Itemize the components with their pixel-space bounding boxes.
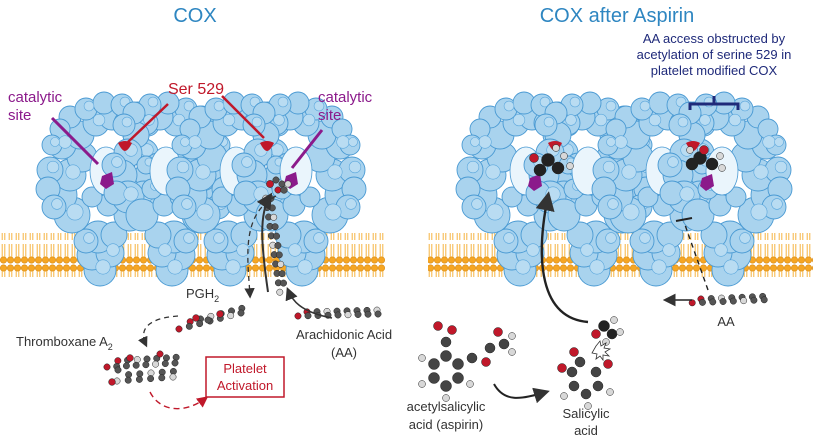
catalytic-pointer-left bbox=[50, 116, 100, 166]
platelet-line1: Platelet bbox=[223, 361, 267, 376]
blocked-dashed-path bbox=[683, 221, 709, 291]
note-line1: AA access obstructed by bbox=[643, 31, 786, 46]
serine-site-left bbox=[118, 141, 132, 151]
thromboxane-label: Thromboxane A2 bbox=[16, 334, 113, 352]
aa-label: AA bbox=[717, 314, 735, 329]
aspirin-line2: acid (aspirin) bbox=[409, 417, 483, 432]
note-line2: acetylation of serine 529 in bbox=[637, 47, 792, 62]
pgh2-label: PGH2 bbox=[186, 286, 219, 304]
platelet-line2: Activation bbox=[217, 378, 273, 393]
catalytic-site-right-panel-a bbox=[528, 174, 542, 191]
arachidonic-line2: (AA) bbox=[331, 345, 357, 360]
membrane-right bbox=[428, 233, 813, 277]
molecules bbox=[103, 144, 768, 410]
block-bar bbox=[675, 217, 693, 222]
left-title: COX bbox=[173, 5, 216, 27]
catalytic-site-right-panel-b bbox=[700, 174, 714, 191]
catalytic-right-line2: site bbox=[318, 107, 341, 124]
serine-site-right bbox=[260, 141, 274, 151]
salicylic-line2: acid bbox=[574, 423, 598, 438]
right-title: COX after Aspirin bbox=[540, 5, 695, 27]
cleavage-spark bbox=[591, 340, 612, 362]
aa-entry-arrow bbox=[285, 287, 333, 319]
obstruction-bracket bbox=[688, 96, 740, 110]
salicylic-line1: Salicylic bbox=[563, 406, 610, 421]
ser-pointer-right bbox=[221, 95, 265, 139]
platelet-dashed-arrow bbox=[149, 391, 209, 410]
aspirin-line1: acetylsalicylic bbox=[407, 399, 486, 414]
note-line3: platelet modified COX bbox=[651, 63, 778, 78]
arachidonic-line1: Arachidonic Acid bbox=[296, 327, 392, 342]
pgh2-dashed-arrow bbox=[244, 195, 277, 299]
catalytic-site-left bbox=[100, 172, 114, 189]
cox-proteins bbox=[35, 91, 793, 287]
catalytic-right-line1: catalytic bbox=[318, 89, 373, 106]
ser-529-label: Ser 529 bbox=[168, 81, 224, 98]
catalytic-left-line1: catalytic bbox=[8, 89, 63, 106]
thromboxane-dashed-arrow bbox=[137, 315, 179, 348]
catalytic-left-line2: site bbox=[8, 107, 31, 124]
platelet-activation-box bbox=[205, 356, 285, 398]
catalytic-pointer-right bbox=[290, 129, 324, 169]
salicylic-arrow bbox=[535, 191, 589, 324]
aspirin-to-salicylic-arrow bbox=[493, 383, 550, 404]
ser-pointer-left bbox=[127, 103, 169, 143]
